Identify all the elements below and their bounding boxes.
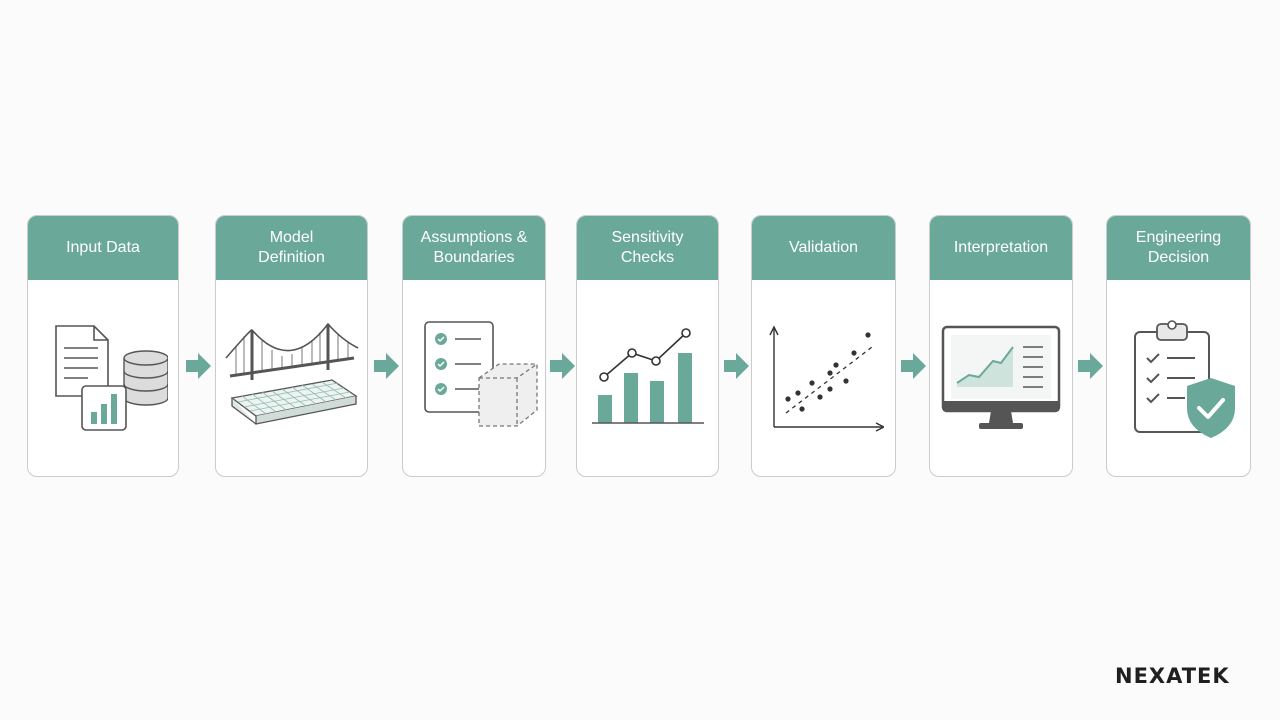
arrow-right-icon xyxy=(1078,353,1103,379)
documents-database-chart-icon xyxy=(55,325,168,431)
arrow-right-icon xyxy=(186,353,211,379)
brand-logo: NEXATEK xyxy=(1115,664,1230,688)
logo-text: NEXATEK xyxy=(1115,664,1230,688)
step-title: Sensitivity Checks xyxy=(577,216,718,280)
arrow-right-icon xyxy=(374,353,399,379)
step-title: Interpretation xyxy=(930,216,1072,280)
step-card-model-definition: Model Definition xyxy=(215,215,368,477)
scatter-plot-icon xyxy=(768,325,884,432)
step-card-input-data: Input Data xyxy=(27,215,179,477)
arrow-right-icon xyxy=(724,353,749,379)
step-title: Engineering Decision xyxy=(1107,216,1250,280)
step-card-sensitivity-checks: Sensitivity Checks xyxy=(576,215,719,477)
step-title: Input Data xyxy=(28,216,178,280)
bridge-mesh-icon xyxy=(224,322,358,425)
step-card-interpretation: Interpretation xyxy=(929,215,1073,477)
step-card-assumptions-boundaries: Assumptions & Boundaries xyxy=(402,215,546,477)
bar-line-chart-icon xyxy=(591,328,704,424)
checklist-boundary-box-icon xyxy=(424,321,538,427)
step-card-validation: Validation xyxy=(751,215,896,477)
step-title: Model Definition xyxy=(216,216,367,280)
step-title: Assumptions & Boundaries xyxy=(403,216,545,280)
step-title: Validation xyxy=(752,216,895,280)
arrow-right-icon xyxy=(550,353,575,379)
clipboard-shield-check-icon xyxy=(1133,320,1235,438)
step-card-engineering-decision: Engineering Decision xyxy=(1106,215,1251,477)
arrow-right-icon xyxy=(901,353,926,379)
monitor-dashboard-icon xyxy=(941,325,1061,429)
